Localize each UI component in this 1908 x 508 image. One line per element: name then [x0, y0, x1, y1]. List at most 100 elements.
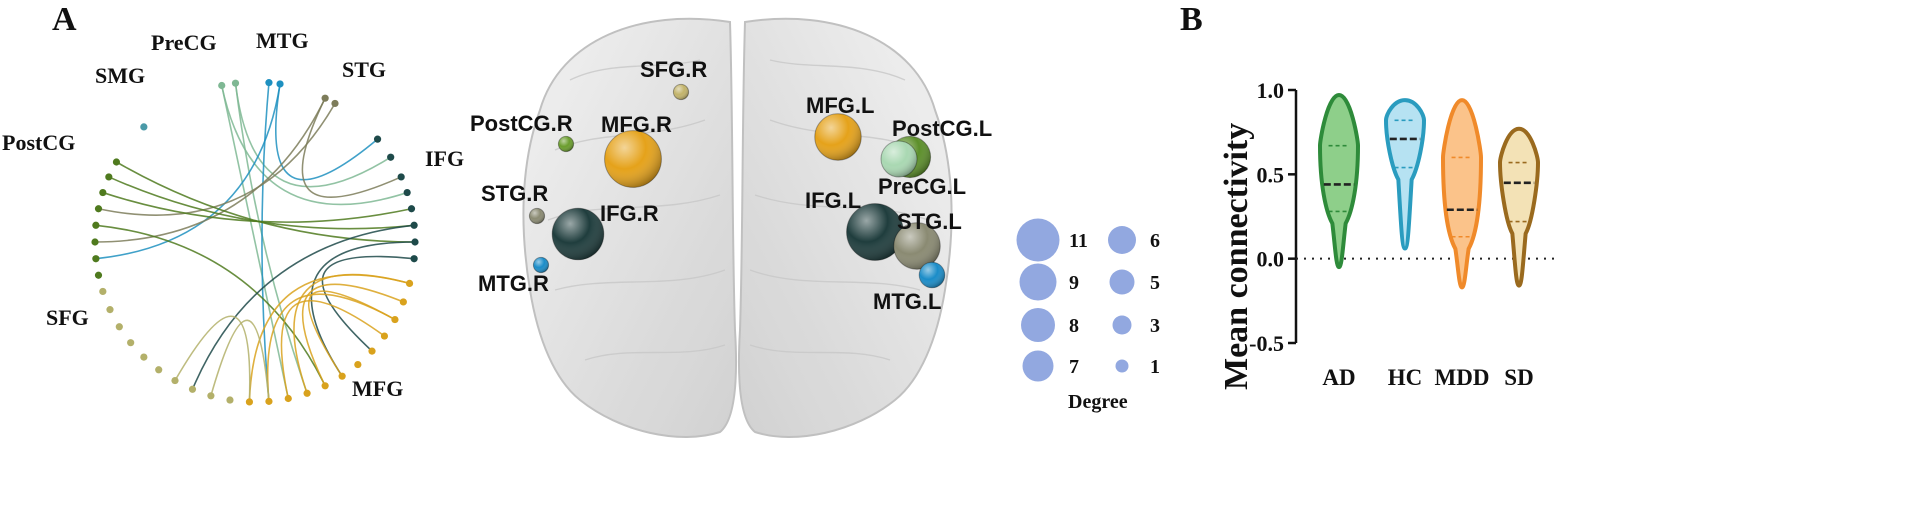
chord-link: [261, 82, 270, 402]
node-label-mtg-l: MTG.L: [873, 289, 941, 314]
chord-node: [92, 255, 100, 263]
brain-node-shading: [919, 262, 945, 288]
chord-link: [116, 161, 416, 243]
chord-diagram: PreCG MTG SMG STG PostCG IFG SFG MFG: [2, 28, 464, 406]
legend-value: 7: [1069, 356, 1079, 378]
chord-node: [115, 323, 123, 331]
node-label-stg-r: STG.R: [481, 181, 548, 206]
chord-node: [321, 94, 329, 102]
chord-link: [280, 299, 385, 399]
legend-circle: [1019, 263, 1057, 301]
x-tick-label: AD: [1322, 365, 1355, 390]
y-tick-label: -0.5: [1249, 331, 1284, 356]
chord-nodes: [91, 79, 419, 406]
chord-node: [92, 221, 100, 229]
brain-node-shading: [893, 222, 941, 270]
chord-node: [127, 339, 135, 347]
chord-link: [95, 224, 326, 387]
violin-ad: [1317, 93, 1361, 270]
legend-circle: [1022, 350, 1054, 382]
chord-link: [310, 241, 416, 377]
chord-label-mfg: MFG: [352, 376, 403, 401]
node-label-precg-l: PreCG.L: [878, 174, 966, 199]
legend-circle: [1109, 269, 1135, 295]
y-axis-title: Mean connectivity: [1218, 123, 1255, 390]
brain-node-shading: [533, 257, 549, 273]
chord-link: [301, 97, 402, 198]
chord-node: [140, 353, 148, 361]
chord-link: [275, 83, 379, 181]
chord-link: [321, 255, 415, 352]
chord-node: [284, 394, 292, 403]
chord-node: [368, 347, 376, 355]
legend-circle: [1112, 315, 1132, 335]
chord-node: [403, 188, 411, 197]
chord-links: [94, 82, 416, 402]
violin-sd: [1497, 126, 1541, 288]
chord-link: [191, 224, 415, 390]
chord-link: [220, 85, 408, 206]
y-tick-label: 0.5: [1257, 162, 1285, 187]
chord-node: [354, 360, 362, 369]
brain-node-shading: [673, 84, 689, 100]
legend-circle: [1108, 226, 1136, 254]
degree-legend-title: Degree: [1068, 391, 1128, 413]
chord-label-postcg: PostCG: [2, 130, 75, 155]
legend-value: 6: [1150, 230, 1160, 252]
chord-link: [220, 85, 290, 399]
legend-circle: [1021, 308, 1055, 342]
y-tick-label: 1.0: [1257, 78, 1285, 103]
chord-node: [231, 79, 240, 87]
chord-node: [245, 398, 254, 406]
brain-right-hemisphere: [522, 17, 738, 438]
panel-b-label: B: [1180, 1, 1203, 38]
chord-node: [265, 397, 273, 405]
chord-node: [106, 306, 114, 314]
chord-label-sfg: SFG: [46, 305, 89, 330]
chord-node: [410, 221, 418, 229]
legend-value: 11: [1069, 230, 1088, 252]
chord-node: [94, 205, 103, 213]
chord-node: [188, 385, 197, 393]
chord-link: [95, 83, 281, 260]
chord-node: [373, 135, 382, 143]
chord-node: [391, 315, 399, 324]
chord-node: [91, 238, 99, 246]
chord-node: [99, 188, 107, 197]
chord-link: [102, 191, 412, 223]
legend-value: 1: [1150, 356, 1160, 378]
chord-node: [112, 158, 121, 166]
chord-label-smg: SMG: [95, 63, 145, 88]
chord-link: [266, 293, 396, 402]
brain-node-shading: [558, 136, 574, 152]
panel-a-label: A: [52, 1, 77, 38]
y-tick-label: 0.0: [1257, 247, 1285, 272]
brain-node-shading: [552, 208, 604, 260]
violin-mdd: [1440, 98, 1484, 290]
node-label-postcg-l: PostCG.L: [892, 116, 992, 141]
chord-link: [174, 315, 251, 402]
node-label-postcg-r: PostCG.R: [470, 111, 573, 136]
chord-node: [407, 205, 416, 213]
chord-label-precg: PreCG: [151, 30, 217, 55]
x-tick-label: HC: [1388, 365, 1423, 390]
chord-node: [226, 396, 234, 404]
chord-node: [303, 389, 311, 397]
chord-link: [301, 283, 404, 387]
chord-node: [276, 80, 284, 88]
brain-nodes: [528, 83, 946, 289]
node-label-sfg-r: SFG.R: [640, 57, 707, 82]
chord-node: [397, 173, 405, 181]
legend-value: 8: [1069, 315, 1079, 337]
chord-label-ifg: IFG: [425, 146, 464, 171]
chord-link: [94, 97, 326, 243]
chord-node: [155, 366, 163, 374]
chord-node: [331, 99, 339, 108]
chord-node: [380, 332, 389, 340]
chord-node: [99, 287, 107, 296]
chord-node: [140, 123, 148, 131]
brain-node-shading: [604, 130, 662, 188]
